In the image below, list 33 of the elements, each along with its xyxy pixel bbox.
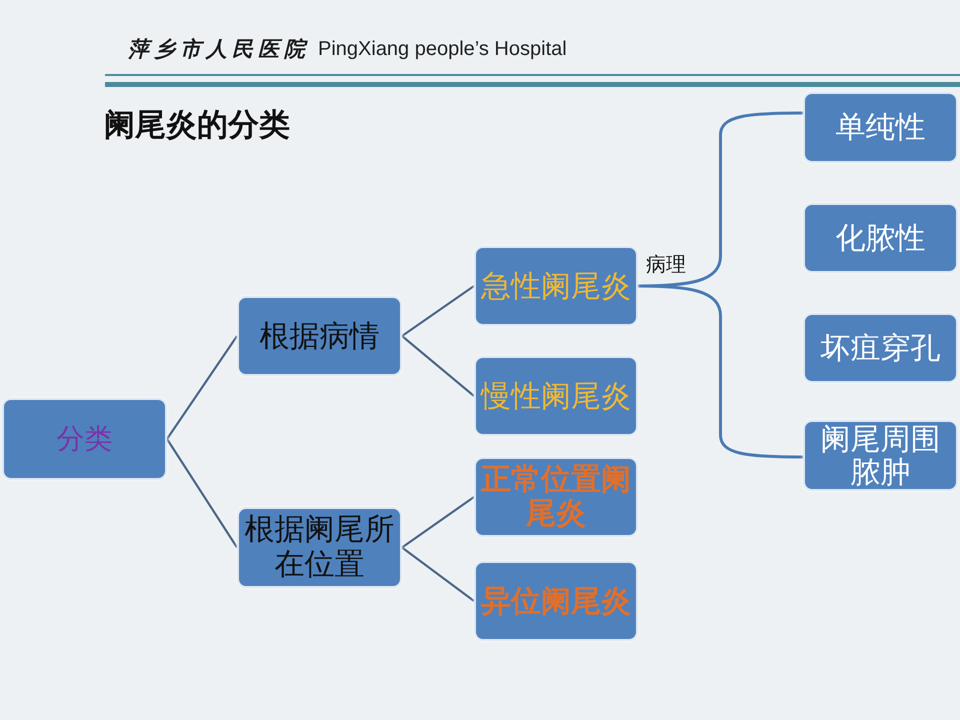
node-label: 异位阑尾炎 [481,584,631,620]
connector-line [401,496,475,548]
brace-connector [638,284,803,458]
node-label: 急性阑尾炎 [481,268,631,304]
node-label: 分类 [56,422,112,456]
category-box [2,398,167,480]
node-label: 慢性阑尾炎 [481,378,631,414]
connector-line [401,546,475,602]
node-label: 化脓性 [836,220,926,256]
node-label: 根据阑尾所在位置 [244,513,396,582]
connector-line [401,335,475,397]
node-label: 正常位置阑尾炎 [480,462,632,532]
category-box [474,356,638,436]
connector-line [401,285,475,337]
hospital-name: 萍乡市人民医院 [128,36,310,63]
hospital-name: PingXiang people’s Hospital [318,37,567,62]
node-label: 单纯性 [836,110,926,146]
node-label: 阑尾周围脓肿 [820,422,942,488]
connector-line [166,438,238,548]
category-box [237,296,402,376]
slide-title: 阑尾炎的分类 [104,106,290,144]
type-box [803,203,958,273]
category-box [237,507,402,588]
type-box [803,313,958,383]
edge-label: 病理 [646,253,686,278]
node-label: 坏疽穿孔 [820,330,940,366]
connector-line [166,335,238,440]
node-label: 根据病情 [260,318,380,354]
category-box [474,457,638,537]
type-box [803,420,958,491]
type-box [803,92,958,163]
category-box [474,246,638,326]
category-box [474,561,638,641]
